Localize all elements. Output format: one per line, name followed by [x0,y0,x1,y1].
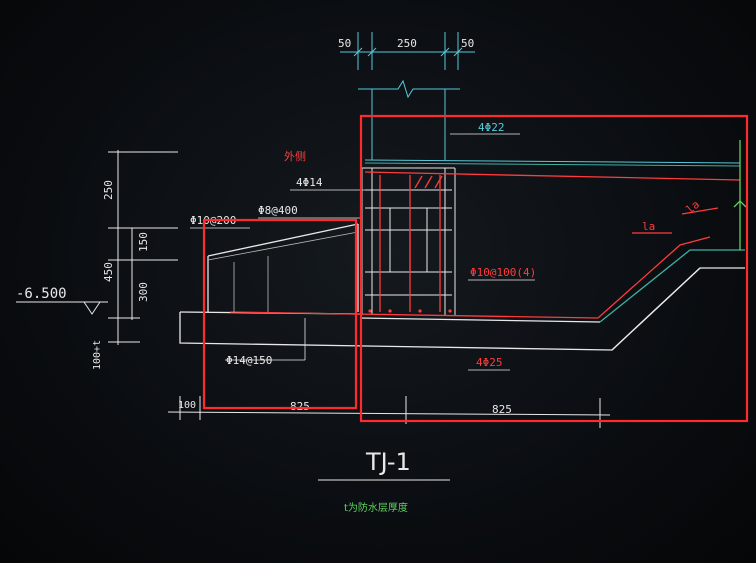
dim-300: 300 [137,282,150,302]
label-anchor-1: la [642,220,655,233]
dim-250: 250 [102,180,115,200]
drawing-title: TJ-1 [365,448,411,476]
label-side-bars: 4Φ14 [296,176,323,189]
top-dimension [340,32,475,70]
label-stirrup-main: Φ10@100(4) [470,266,536,279]
leader-lines [190,133,535,371]
dim-825-right: 825 [492,403,512,416]
rebar-dots [368,309,452,313]
highlight-box-left [202,218,358,410]
elevation-marker [16,301,108,315]
drawing-subtitle: t为防水层厚度 [344,501,408,514]
dim-150: 150 [137,232,150,252]
label-side: 外侧 [284,150,306,163]
label-bottom-bars: 4Φ25 [476,356,503,369]
dim-top-mid: 250 [397,37,417,50]
dim-100: 100 [178,400,196,411]
dim-100-t: 100+t [92,340,103,370]
dim-top-right: 50 [461,37,474,50]
rebar-group [229,171,741,319]
elevation-label: -6.500 [16,286,67,302]
bottom-dimension [167,396,611,428]
label-stirrup-outer: Φ8@400 [258,204,298,217]
dim-825-left: 825 [290,400,310,413]
column-lines [358,79,741,167]
label-bottom-dist: Φ14@150 [226,354,272,367]
right-edge-marker [733,140,747,250]
vertical-dimension [108,150,178,345]
label-top-bars: 4Φ22 [478,121,505,134]
foundation-outline [179,223,745,351]
dim-450: 450 [102,262,115,282]
highlight-box-right [359,114,749,423]
dim-top-left: 50 [338,37,351,50]
